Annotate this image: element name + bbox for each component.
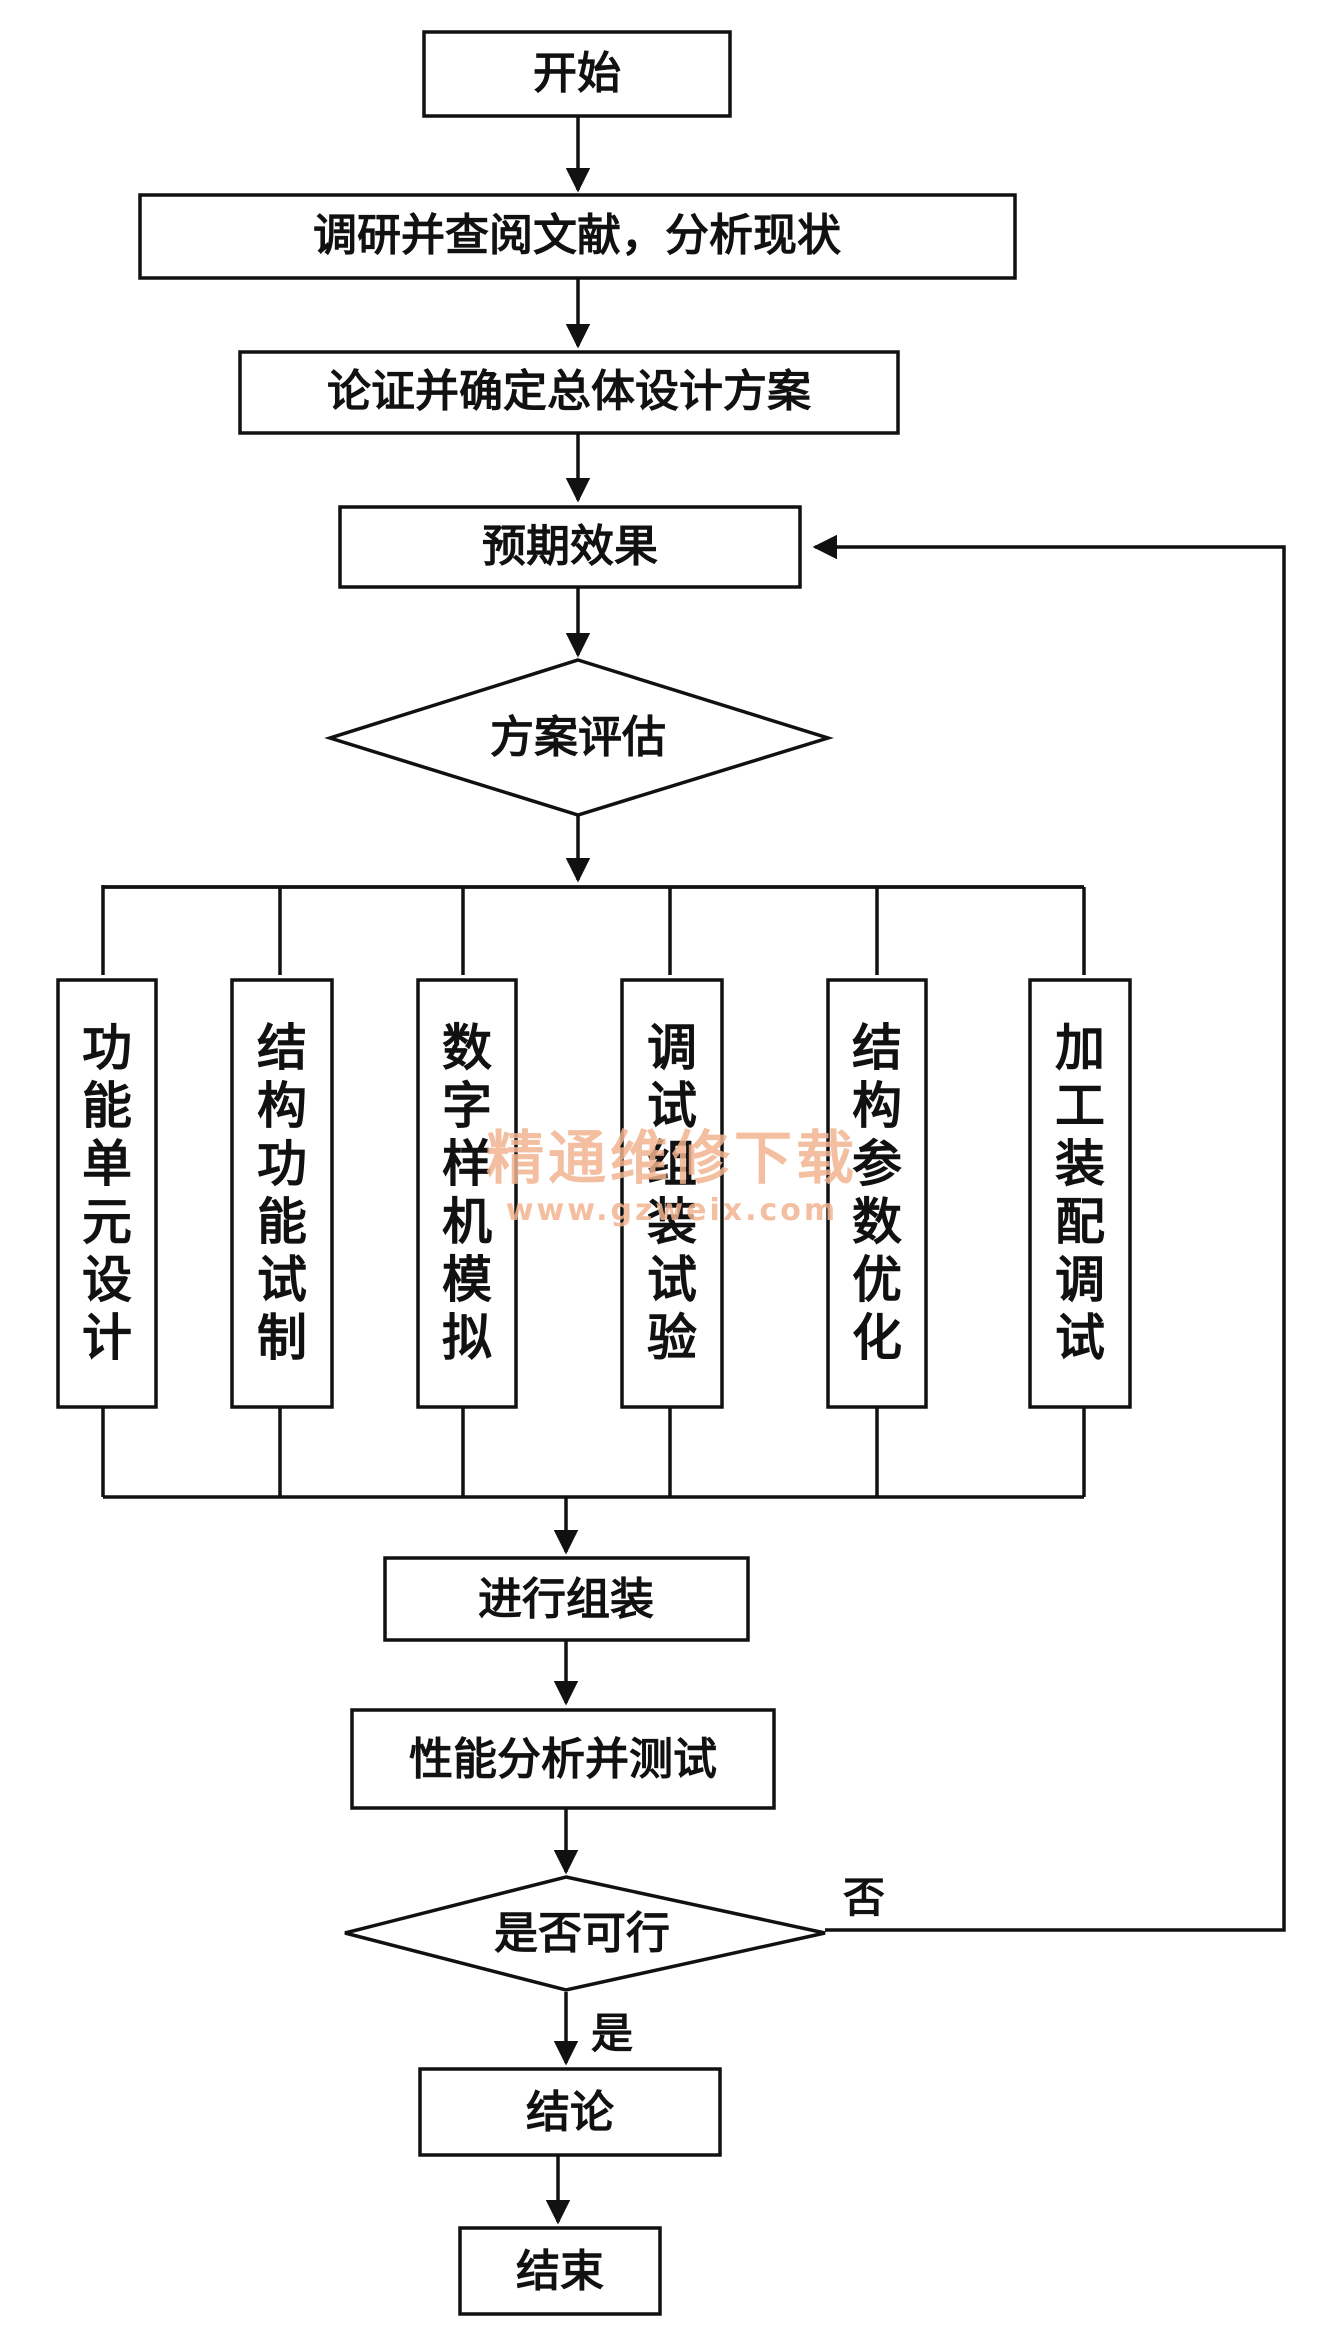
node-research-label: 调研并查阅文献，分析现状: [313, 210, 842, 261]
node-evaluate-label: 方案评估: [490, 712, 666, 763]
edge-label-no: 否: [843, 1873, 885, 1922]
node-branch-6: 加工装配调试: [1028, 978, 1132, 1409]
node-branch-2: 结构功能试制: [230, 978, 334, 1409]
node-branch-1-label: 功能单元设计: [82, 1019, 132, 1367]
node-end-label: 结束: [516, 2246, 604, 2297]
watermark-title: 精通维修下载: [486, 1124, 858, 1192]
node-assemble: 进行组装: [383, 1556, 750, 1642]
node-end: 结束: [458, 2226, 662, 2316]
node-feasible: 是否可行: [344, 1875, 826, 1992]
watermark-url: www.gzweix.com: [506, 1193, 838, 1228]
node-branch-1: 功能单元设计: [56, 978, 158, 1409]
node-start-label: 开始: [533, 48, 621, 99]
edge-feedback-loop: [812, 534, 1286, 1932]
node-branch-3-label: 数字样机模拟: [442, 1019, 492, 1367]
node-feasible-label: 是否可行: [494, 1908, 670, 1959]
node-expected-label: 预期效果: [482, 521, 658, 572]
node-test: 性能分析并测试: [350, 1708, 776, 1810]
node-branch-4: 调试组装试验: [620, 978, 724, 1409]
node-test-label: 性能分析并测试: [409, 1734, 717, 1785]
node-branch-5-label: 结构参数优化: [852, 1019, 902, 1367]
node-research: 调研并查阅文献，分析现状: [138, 193, 1017, 280]
node-branch-2-label: 结构功能试制: [257, 1019, 307, 1367]
node-scheme: 论证并确定总体设计方案: [238, 350, 900, 435]
node-expected: 预期效果: [338, 505, 802, 589]
node-scheme-label: 论证并确定总体设计方案: [327, 366, 812, 417]
connectors: [101, 116, 1286, 2225]
watermark: 精通维修下载 www.gzweix.com: [486, 1124, 858, 1228]
node-branch-5: 结构参数优化: [826, 978, 928, 1409]
node-assemble-label: 进行组装: [478, 1574, 654, 1625]
node-conclusion: 结论: [418, 2067, 722, 2157]
node-branch-4-label: 调试组装试验: [647, 1019, 697, 1367]
edge-label-yes: 是: [591, 2009, 633, 2058]
edge-labels: 否 是: [591, 1873, 885, 2058]
node-start: 开始: [422, 30, 732, 118]
node-branch-6-label: 加工装配调试: [1055, 1019, 1105, 1367]
node-evaluate: 方案评估: [324, 658, 834, 817]
node-branch-3: 数字样机模拟: [416, 978, 518, 1409]
node-conclusion-label: 结论: [526, 2087, 615, 2138]
